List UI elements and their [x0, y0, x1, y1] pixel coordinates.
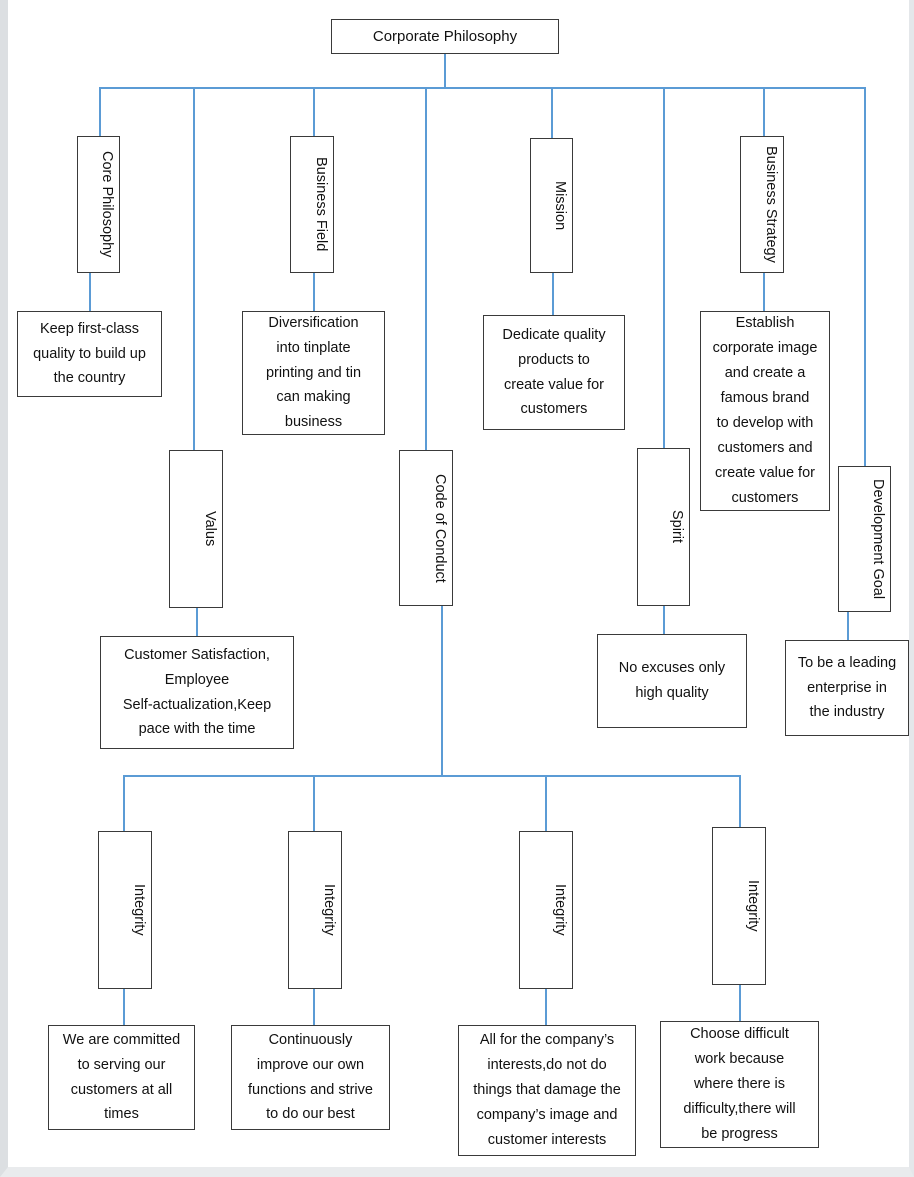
node-integrity-4-detail[interactable]: Choose difficult work because where ther… [660, 1021, 819, 1148]
connector-integrity-3-detail [545, 989, 547, 1025]
connector-integrity-1-detail [123, 989, 125, 1025]
node-integrity-3[interactable]: Integrity [519, 831, 573, 989]
node-label: Mission [552, 180, 568, 231]
node-mission-detail[interactable]: Dedicate quality products to create valu… [483, 315, 625, 430]
node-integrity-1-detail[interactable]: We are committed to serving our customer… [48, 1025, 195, 1130]
connector-drop-development-goal-trunk [864, 87, 866, 466]
node-text: All for the company’s interests,do not d… [473, 1032, 621, 1148]
connector-drop-code-of-conduct-trunk [425, 87, 427, 450]
connector-drop-integrity-3 [545, 775, 547, 831]
connector-drop-spirit-trunk [663, 87, 665, 448]
node-label: Integrity [131, 884, 147, 936]
connector-drop-integrity-1 [123, 775, 125, 831]
node-label: Core Philosophy [99, 151, 115, 258]
node-text: To be a leading enterprise in the indust… [797, 654, 897, 721]
node-text: Diversification into tinplate printing a… [265, 314, 362, 431]
node-text: Customer Satisfaction, Employee Self-act… [122, 646, 272, 738]
connector-integrity-2-detail [313, 989, 315, 1025]
node-integrity-3-detail[interactable]: All for the company’s interests,do not d… [458, 1025, 636, 1156]
node-valus[interactable]: Valus [169, 450, 223, 608]
node-core-philosophy-detail[interactable]: Keep first-class quality to build up the… [17, 311, 162, 397]
connector-drop-business-strategy [763, 87, 765, 136]
connector-integrity-4-detail [739, 985, 741, 1021]
node-business-strategy[interactable]: Business Strategy [740, 136, 784, 273]
node-core-philosophy[interactable]: Core Philosophy [77, 136, 120, 273]
node-spirit-detail[interactable]: No excuses only high quality [597, 634, 747, 728]
node-label: Corporate Philosophy [372, 27, 518, 45]
connector-drop-integrity-4 [739, 775, 741, 827]
connector-valus-detail [196, 608, 198, 636]
node-text: Choose difficult work because where ther… [683, 1026, 796, 1142]
connector-spirit-detail [663, 606, 665, 634]
connector-business-strategy-detail [763, 272, 765, 312]
node-text: Continuously improve our own functions a… [248, 1031, 373, 1123]
node-label: Integrity [745, 880, 761, 932]
connector-drop-integrity-2 [313, 775, 315, 831]
node-mission[interactable]: Mission [530, 138, 573, 273]
connector-mission-detail [552, 272, 554, 316]
connector-business-field-detail [313, 272, 315, 312]
node-label: Business Field [313, 157, 329, 252]
node-text: No excuses only high quality [618, 660, 726, 701]
node-integrity-1[interactable]: Integrity [98, 831, 152, 989]
node-business-strategy-detail[interactable]: Establish corporate image and create a f… [700, 311, 830, 511]
connector-top-bus [99, 87, 866, 89]
node-integrity-2[interactable]: Integrity [288, 831, 342, 989]
connector-root-stem [444, 52, 446, 88]
connector-integrity-bus [123, 775, 740, 777]
node-label: Spirit [669, 510, 685, 544]
node-text: Establish corporate image and create a f… [712, 315, 818, 506]
node-code-of-conduct[interactable]: Code of Conduct [399, 450, 453, 606]
connector-drop-core-philosophy [99, 87, 101, 136]
node-corporate-philosophy[interactable]: Corporate Philosophy [331, 19, 559, 54]
node-label: Valus [202, 511, 218, 547]
node-spirit[interactable]: Spirit [637, 448, 690, 606]
node-valus-detail[interactable]: Customer Satisfaction, Employee Self-act… [100, 636, 294, 749]
node-business-field[interactable]: Business Field [290, 136, 334, 273]
node-label: Integrity [552, 884, 568, 936]
connector-code-of-conduct-stem [441, 606, 443, 776]
connector-drop-mission [551, 87, 553, 138]
connector-drop-valus-trunk [193, 87, 195, 450]
node-label: Business Strategy [763, 146, 779, 263]
node-label: Integrity [321, 884, 337, 936]
connector-development-goal-detail [847, 612, 849, 640]
connector-drop-business-field [313, 87, 315, 136]
node-text: Keep first-class quality to build up the… [33, 320, 146, 387]
node-development-goal[interactable]: Development Goal [838, 466, 891, 612]
node-text: We are committed to serving our customer… [62, 1031, 181, 1123]
node-development-goal-detail[interactable]: To be a leading enterprise in the indust… [785, 640, 909, 736]
node-integrity-2-detail[interactable]: Continuously improve our own functions a… [231, 1025, 390, 1130]
node-label: Development Goal [870, 478, 886, 600]
node-text: Dedicate quality products to create valu… [502, 326, 606, 418]
node-business-field-detail[interactable]: Diversification into tinplate printing a… [242, 311, 385, 435]
node-integrity-4[interactable]: Integrity [712, 827, 766, 985]
node-label: Code of Conduct [432, 473, 448, 583]
connector-core-philosophy-detail [89, 272, 91, 312]
